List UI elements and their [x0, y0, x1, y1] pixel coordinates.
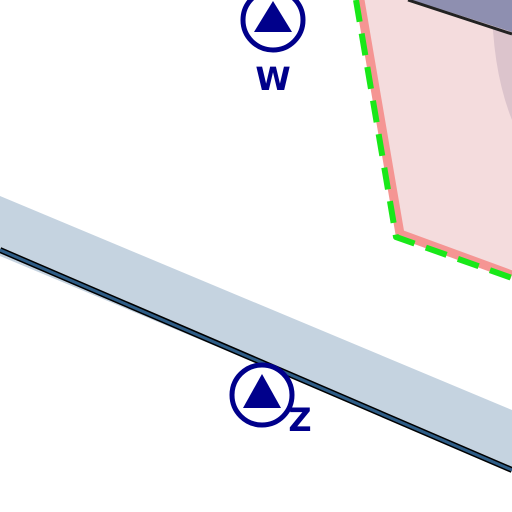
road[interactable]	[0, 196, 512, 473]
top-band-edge	[407, 0, 512, 36]
area-boundary	[355, 0, 512, 280]
area-dashed-border	[353, 0, 512, 281]
road-surface	[0, 196, 512, 470]
road-edge-stripe	[0, 248, 512, 472]
marker-w-label: W	[255, 60, 290, 98]
marker-w-triangle-icon	[254, 1, 292, 32]
marker-z[interactable]: Z	[229, 362, 312, 439]
marker-z-triangle-icon	[243, 374, 281, 408]
marker-z-label: Z	[288, 401, 311, 439]
marker-w[interactable]: W	[240, 0, 306, 98]
top-band[interactable]	[407, 0, 512, 36]
